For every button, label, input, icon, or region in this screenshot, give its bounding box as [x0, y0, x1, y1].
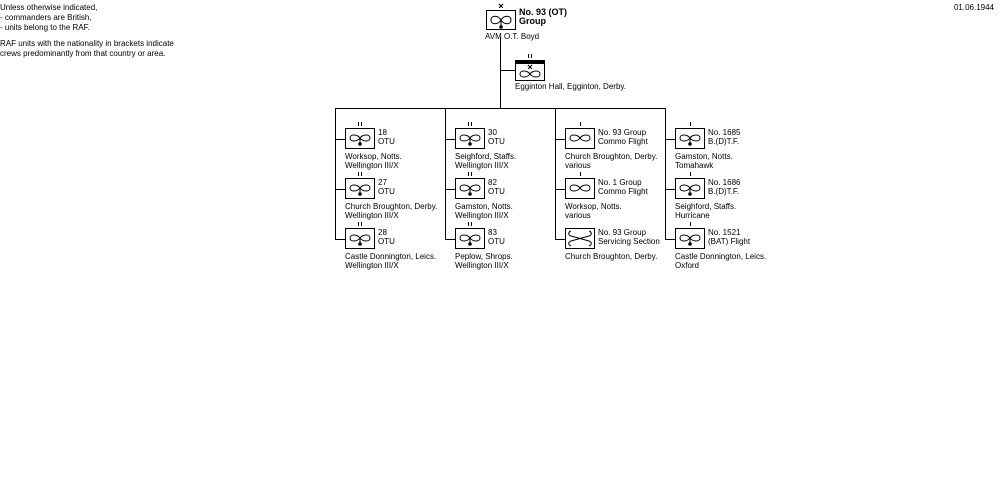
- note-line: Unless otherwise indicated,: [0, 3, 98, 12]
- unit-equipment: Wellington III/X: [455, 261, 509, 270]
- unit-location: Gamston, Notts.: [675, 152, 733, 161]
- flight-symbol: [675, 122, 705, 149]
- otu-symbol: [455, 172, 485, 199]
- unit-location: Castle Donnington, Leics.: [675, 252, 767, 261]
- unit-id-line1: No. 93 Group: [598, 128, 647, 137]
- unit-id-line1: 18: [378, 128, 387, 137]
- unit-equipment: various: [565, 211, 591, 220]
- unit-id-line2: B.(D)T.F.: [708, 137, 740, 146]
- unit-id-line2: OTU: [378, 187, 395, 196]
- unit-id-line1: No. 1686: [708, 178, 741, 187]
- unit-id-line2: OTU: [488, 187, 505, 196]
- unit-id-line1: No. 1685: [708, 128, 741, 137]
- unit-id-line2: Servicing Section: [598, 237, 660, 246]
- unit-equipment: Oxford: [675, 261, 700, 270]
- unit-location: Gamston, Notts.: [455, 202, 513, 211]
- unit-location: Seighford, Staffs.: [675, 202, 737, 211]
- unit-id-line2: OTU: [488, 137, 505, 146]
- servicing-section-symbol: [565, 228, 595, 249]
- otu-symbol: [455, 222, 485, 249]
- unit-id-line2: B.(D)T.F.: [708, 187, 740, 196]
- unit-id-line2: OTU: [378, 237, 395, 246]
- unit-location: Church Broughton, Derby.: [345, 202, 438, 211]
- unit-equipment: Tomahawk: [675, 161, 714, 170]
- flight-symbol: [565, 122, 595, 149]
- otu-symbol: [345, 222, 375, 249]
- unit-id-line2: OTU: [378, 137, 395, 146]
- unit-id-line2: OTU: [488, 237, 505, 246]
- unit-equipment: Wellington III/X: [345, 161, 399, 170]
- otu-symbol: [455, 122, 485, 149]
- note-line: RAF units with the nationality in bracke…: [0, 39, 174, 48]
- unit-location: Church Broughton, Derby.: [565, 252, 658, 261]
- unit-id-line1: 28: [378, 228, 387, 237]
- group-hq-staff-symbol: [515, 54, 545, 81]
- unit-location: Castle Donnington, Leics.: [345, 252, 437, 261]
- flight-symbol: [675, 222, 705, 249]
- unit-equipment: Wellington III/X: [345, 211, 399, 220]
- unit-equipment: Wellington III/X: [455, 211, 509, 220]
- unit-location: Seighford, Staffs.: [455, 152, 517, 161]
- unit-location: Worksop, Notts.: [565, 202, 622, 211]
- note-line: - units belong to the RAF.: [0, 23, 90, 32]
- unit-id-line1: 30: [488, 128, 497, 137]
- unit-location: Worksop, Notts.: [345, 152, 402, 161]
- unit-id-line2: Commo Flight: [598, 137, 648, 146]
- unit-id-line1: No. 1 Group: [598, 178, 642, 187]
- unit-equipment: Hurricane: [675, 211, 710, 220]
- unit-equipment: various: [565, 161, 591, 170]
- note-line: crews predominantly from that country or…: [0, 49, 166, 58]
- unit-equipment: Wellington III/X: [345, 261, 399, 270]
- unit-id-line1: 27: [378, 178, 387, 187]
- unit-id-line1: 82: [488, 178, 497, 187]
- flight-symbol: [565, 172, 595, 199]
- unit-location: Peplow, Shrops.: [455, 252, 513, 261]
- date-label: 01.06.1944: [953, 3, 994, 12]
- note-line: - commanders are British,: [0, 13, 92, 22]
- group-commander: AVM O.T. Boyd: [485, 32, 540, 41]
- otu-symbol: [345, 172, 375, 199]
- unit-id-line2: Commo Flight: [598, 187, 648, 196]
- unit-equipment: Wellington III/X: [455, 161, 509, 170]
- unit-id-line1: No. 1521: [708, 228, 741, 237]
- group-hq-location: Egginton Hall, Egginton, Derby.: [515, 82, 627, 91]
- otu-symbol: [345, 122, 375, 149]
- group-title-line2: Group: [519, 16, 546, 26]
- group-title-line1: No. 93 (OT): [519, 7, 568, 17]
- unit-id-line1: No. 93 Group: [598, 228, 647, 237]
- unit-id-line1: 83: [488, 228, 497, 237]
- flight-symbol: [675, 172, 705, 199]
- unit-id-line2: (BAT) Flight: [708, 237, 751, 246]
- unit-location: Church Broughton, Derby.: [565, 152, 658, 161]
- group-hq-symbol: [486, 3, 516, 30]
- legend-notes: Unless otherwise indicated, - commanders…: [0, 3, 174, 59]
